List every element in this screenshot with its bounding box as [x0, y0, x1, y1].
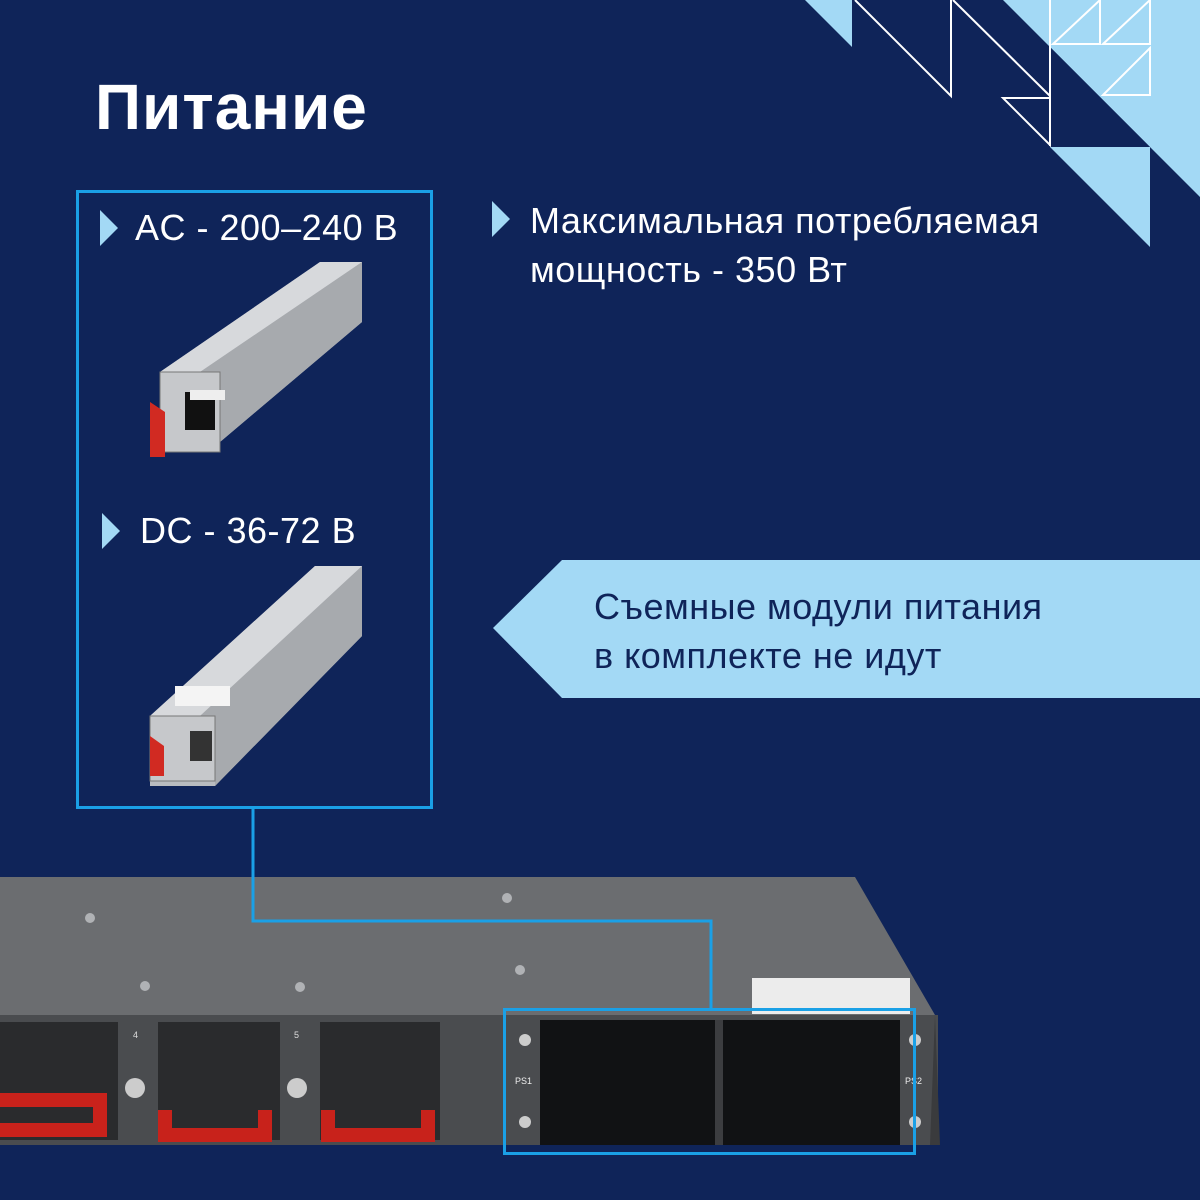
callout-text: Съемные модули питания в комплекте не ид…	[594, 582, 1043, 680]
max-power-line2: мощность - 350 Вт	[530, 249, 848, 290]
max-power-text: Максимальная потребляемая мощность - 350…	[530, 196, 1040, 294]
fan-label-5: 5	[294, 1030, 300, 1040]
fan-label-4: 4	[133, 1030, 139, 1040]
page-title: Питание	[95, 71, 368, 143]
bullet-icon	[100, 210, 118, 246]
dc-label: DC - 36-72 В	[140, 510, 357, 551]
psu-slots-highlight	[503, 1008, 916, 1155]
callout-line2: в комплекте не идут	[594, 635, 942, 676]
slot-label-ps1: PS1	[515, 1076, 533, 1086]
bullet-icon	[102, 513, 120, 549]
dc-psu-image	[149, 566, 362, 786]
ac-psu-image	[150, 262, 362, 457]
bullet-icon	[492, 201, 510, 237]
callout-line1: Съемные модули питания	[594, 586, 1043, 627]
max-power-line1: Максимальная потребляемая	[530, 200, 1040, 241]
ac-label: AC - 200–240 В	[135, 207, 399, 248]
